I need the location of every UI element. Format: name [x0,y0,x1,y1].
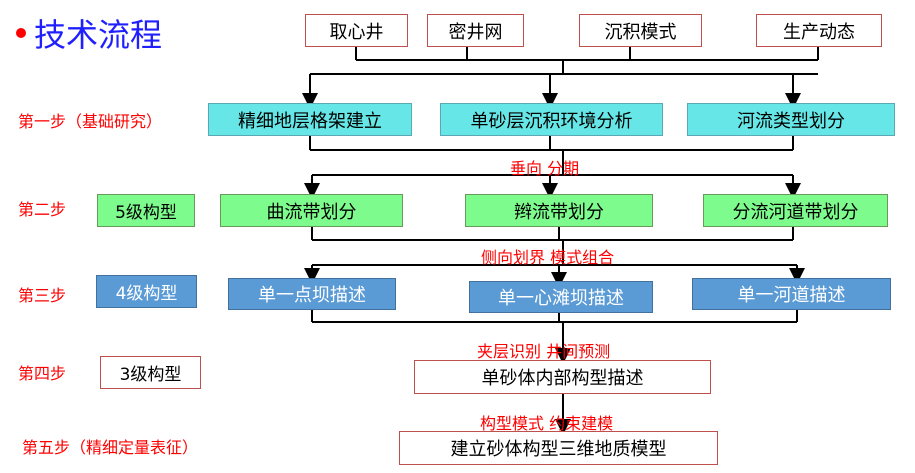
connector-label-constrained-modeling: 构型模式 约束建模 [480,414,614,433]
level-4-box: 4级构型 [96,275,197,308]
step-3-label: 第三步 [18,286,67,305]
level-3-box: 3级构型 [100,356,201,389]
step-2-label: 第二步 [18,200,67,219]
source-box-production-dynamics: 生产动态 [756,14,882,47]
page-title: 技术流程 [16,10,162,56]
connector-label-vertical-staging: 垂向 分期 [510,159,580,178]
source-box-sedimentary-model: 沉积模式 [579,14,702,47]
source-box-dense-well-network: 密井网 [427,14,524,47]
single-channel-box: 单一河道描述 [692,278,891,310]
connector-label-interlayer: 夹层识别 井间预测 [477,342,611,361]
point-bar-box: 单一点坝描述 [228,278,396,310]
channel-bar-box: 单一心滩坝描述 [469,281,653,313]
internal-architecture-box: 单砂体内部构型描述 [414,360,711,394]
step-4-label: 第四步 [18,364,67,383]
connector-label-lateral-boundary: 侧向划界 模式组合 [481,248,615,267]
step-5-label: 第五步（精细定量表征） [22,438,199,457]
step-1-label: 第一步（基础研究） [18,112,163,131]
bullet-icon [16,28,26,38]
source-box-core-wells: 取心井 [305,14,408,47]
sedimentary-environment-box: 单砂层沉积环境分析 [440,103,663,136]
level-5-box: 5级构型 [97,194,195,227]
braided-belt-box: 辫流带划分 [465,194,653,227]
3d-geological-model-box: 建立砂体构型三维地质模型 [399,431,718,465]
river-type-box: 河流类型划分 [687,103,895,136]
title-text: 技术流程 [34,16,163,54]
meander-belt-box: 曲流带划分 [220,194,403,227]
distributary-channel-belt-box: 分流河道带划分 [703,194,888,227]
stratigraphic-framework-box: 精细地层格架建立 [208,103,412,136]
